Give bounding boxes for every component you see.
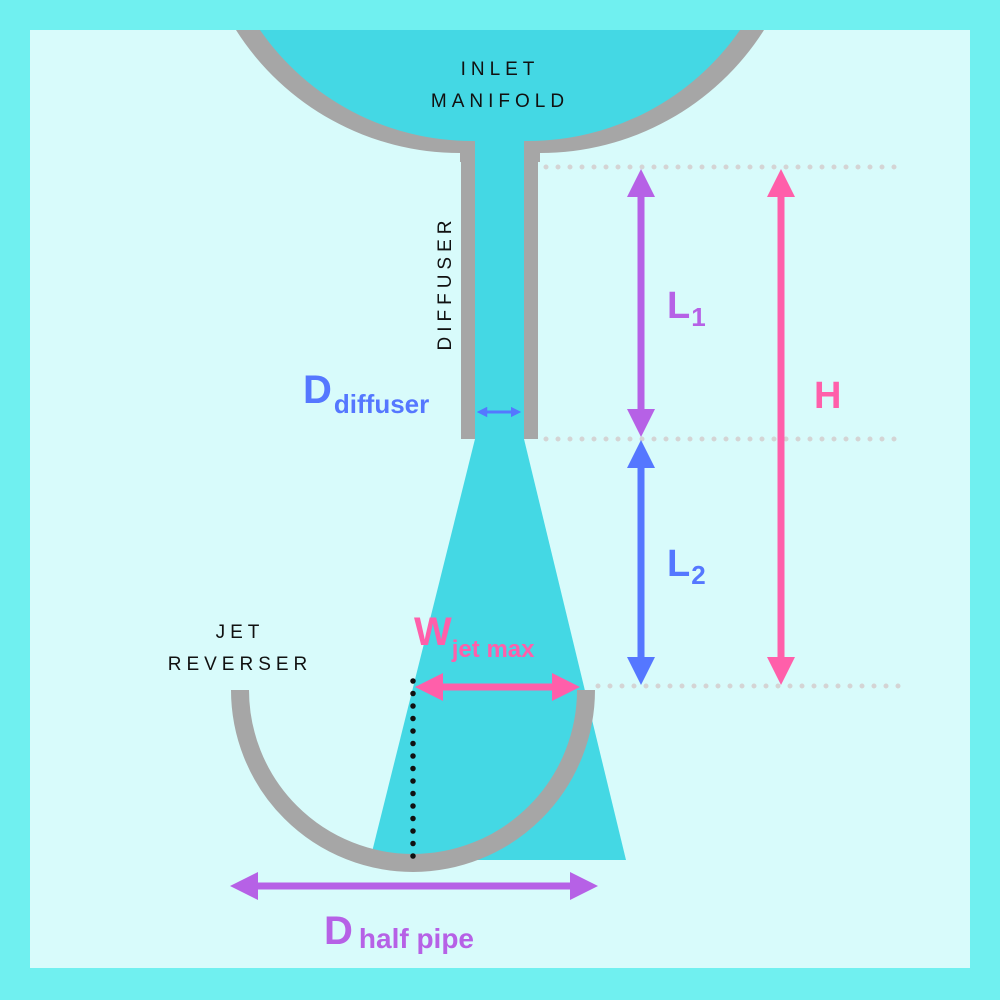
d-half-pipe-main: D — [324, 909, 353, 953]
w-jet-max-main: W — [414, 610, 452, 654]
d-diffuser-label: Ddiffuser — [303, 368, 429, 419]
w-jet-max-label: Wjet max — [414, 610, 535, 663]
l1-sub: 1 — [691, 302, 705, 332]
jet-cone — [370, 439, 626, 860]
d-diffuser-main: D — [303, 368, 332, 412]
l1-label: L1 — [667, 285, 706, 332]
jet-reverser-label-line1: JET — [216, 622, 265, 643]
d-half-pipe-sub: half pipe — [359, 923, 474, 954]
l2-sub: 2 — [691, 560, 705, 590]
h-label: H — [814, 375, 841, 417]
d-diffuser-sub: diffuser — [334, 389, 429, 419]
l2-main: L — [667, 543, 690, 585]
l1-main: L — [667, 285, 690, 327]
diffuser-fluid — [475, 139, 524, 440]
inlet-manifold-label-line1: INLET — [461, 59, 540, 80]
inlet-manifold-fluid — [260, 30, 740, 141]
diffuser-wall-right — [524, 152, 538, 439]
jet-reverser-half-pipe — [231, 689, 595, 872]
jet-reverser-label-line2: REVERSER — [168, 654, 313, 675]
diffuser-label: DIFFUSER — [435, 216, 456, 351]
diffuser-wall-left — [461, 152, 475, 439]
w-jet-max-sub: jet max — [451, 636, 535, 663]
l2-label: L2 — [667, 543, 706, 590]
inlet-manifold-label-line2: MANIFOLD — [431, 91, 569, 112]
